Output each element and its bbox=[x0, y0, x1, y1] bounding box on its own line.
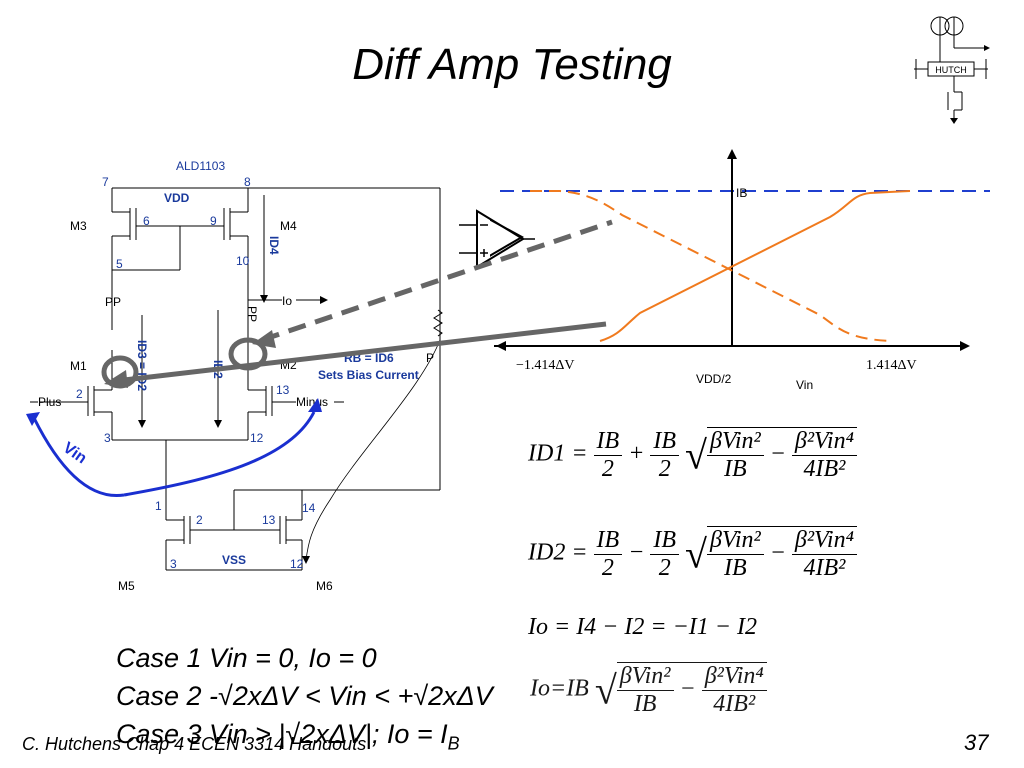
opamp-icon bbox=[459, 209, 535, 269]
eq-lhs: ID2 bbox=[528, 539, 566, 566]
pin-label: 9 bbox=[210, 214, 217, 228]
logo-text: HUTCH bbox=[935, 65, 967, 75]
frac-num: β²Vin⁴ bbox=[791, 428, 857, 456]
pin-label: 1 bbox=[155, 499, 162, 513]
case-3: Case 3 Vin > |√2xΔV|; Io = IB bbox=[116, 719, 460, 754]
frac-den: 4IB² bbox=[713, 691, 756, 717]
frac-den: 2 bbox=[601, 554, 614, 581]
slide-title: Diff Amp Testing bbox=[352, 40, 672, 89]
pin-label: 5 bbox=[116, 257, 123, 271]
frac-num: βVin² bbox=[616, 663, 674, 691]
chip-label: ALD1103 bbox=[176, 159, 225, 173]
frac-den: 2 bbox=[601, 455, 614, 482]
io-label: Io bbox=[282, 294, 292, 308]
frac-num: β²Vin⁴ bbox=[701, 663, 767, 691]
id1-curve bbox=[599, 190, 911, 342]
pin-label: 3 bbox=[104, 431, 111, 445]
transfer-graph: IB −1.414ΔV VDD/2 1.414ΔV Vin bbox=[490, 149, 990, 392]
pin-label: 10 bbox=[236, 254, 250, 268]
rb-label: RB = ID6 bbox=[344, 351, 394, 365]
frac-den: 2 bbox=[658, 554, 671, 581]
frac-num: βVin² bbox=[707, 428, 764, 456]
pin-label: 7 bbox=[102, 175, 109, 189]
bias-label: Sets Bias Current bbox=[318, 368, 419, 382]
eq-lhs: ID1 bbox=[528, 440, 566, 467]
pin-label: 2 bbox=[76, 387, 83, 401]
current-label-id4: ID4 bbox=[267, 236, 281, 255]
highlight-circle-m1 bbox=[101, 355, 139, 389]
case-3-text: Case 3 Vin > |√2xΔV|; Io = I bbox=[116, 719, 448, 749]
transistor-m6: M6 bbox=[316, 579, 333, 593]
frac-den: 2 bbox=[658, 455, 671, 482]
io-overlap: Io=IB bbox=[530, 675, 589, 702]
pin-label: 6 bbox=[143, 214, 150, 228]
hutch-logo: HUTCH bbox=[914, 16, 990, 124]
x-axis-label: Vin bbox=[796, 378, 813, 392]
transistor-m3: M3 bbox=[70, 219, 87, 233]
frac-den: IB bbox=[724, 456, 747, 482]
frac-num: β²Vin⁴ bbox=[791, 527, 857, 555]
frac-den: 4IB² bbox=[803, 456, 846, 482]
transistor-m2: M2 bbox=[280, 358, 297, 372]
case-2: Case 2 -√2xΔV < Vin < +√2xΔV bbox=[116, 681, 493, 711]
pin-label: 8 bbox=[244, 175, 251, 189]
pin-label: 13 bbox=[262, 513, 276, 527]
footer-text: C. Hutchens Chap 4 ECEN 3314 Handouts bbox=[22, 734, 367, 754]
pin-label: 14 bbox=[302, 501, 316, 515]
node-pp-right: PP bbox=[245, 306, 259, 322]
frac-den: 4IB² bbox=[803, 555, 846, 581]
transistor-m1: M1 bbox=[70, 359, 87, 373]
transistor-m4: M4 bbox=[280, 219, 297, 233]
frac-num: IB bbox=[650, 527, 680, 555]
page-number: 37 bbox=[964, 730, 989, 755]
frac-num: βVin² bbox=[707, 527, 764, 555]
id2-curve bbox=[530, 190, 891, 342]
frac-num: IB bbox=[650, 428, 680, 456]
frac-num: IB bbox=[593, 527, 623, 555]
transistor-m5: M5 bbox=[118, 579, 135, 593]
frac-den: IB bbox=[724, 555, 747, 581]
tick-right: 1.414ΔV bbox=[866, 358, 917, 373]
vdd-label: VDD bbox=[164, 191, 190, 205]
tick-center: VDD/2 bbox=[696, 372, 732, 386]
vss-label: VSS bbox=[222, 553, 246, 567]
node-p: P bbox=[426, 351, 434, 365]
pin-label: 2 bbox=[196, 513, 203, 527]
frac-num: IB bbox=[593, 428, 623, 456]
node-pp-left: PP bbox=[105, 295, 121, 309]
circuit-schematic: ALD1103 7 8 VDD M3 6 5 M4 9 10 ID4 Io PP… bbox=[26, 159, 443, 593]
ib-axis-label: IB bbox=[736, 186, 747, 200]
case-1: Case 1 Vin = 0, Io = 0 bbox=[116, 643, 377, 673]
pin-label: 12 bbox=[290, 557, 304, 571]
tick-left: −1.414ΔV bbox=[516, 358, 575, 373]
pin-label: 13 bbox=[276, 383, 290, 397]
case-3-sub: B bbox=[447, 733, 460, 754]
frac-den: IB bbox=[633, 691, 657, 717]
current-label-id2: ID2 bbox=[211, 360, 225, 379]
pin-label: 3 bbox=[170, 557, 177, 571]
equation-io: Io = I4 − I2 = −I1 − I2 bbox=[528, 614, 757, 640]
vin-label: Vin bbox=[60, 439, 90, 467]
plus-label: Plus bbox=[38, 395, 61, 409]
pin-label: 12 bbox=[250, 431, 264, 445]
